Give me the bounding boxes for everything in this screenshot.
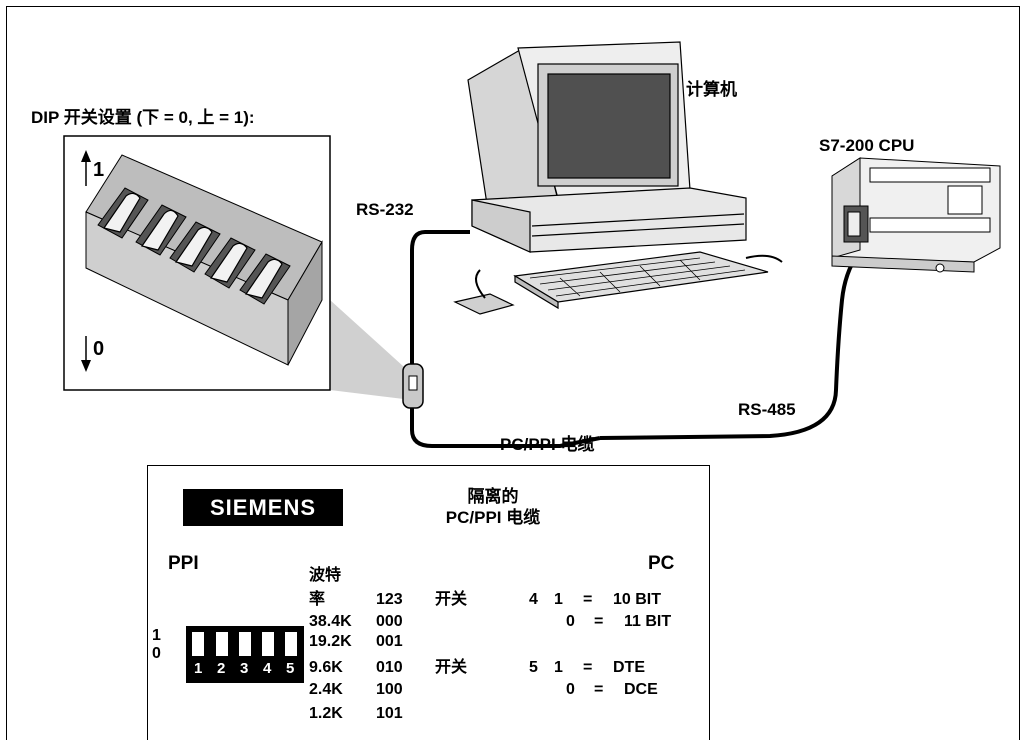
switch5-desc: DTE (613, 659, 645, 676)
dip-number-4: 4 (263, 660, 272, 677)
switch4-equals: = (594, 613, 604, 630)
baud-header-line1: 波特 (309, 567, 342, 584)
dip-switch-4 (262, 632, 274, 656)
dip-number-1: 1 (194, 660, 203, 677)
rs232-label: RS-232 (356, 200, 414, 219)
dip-heading: DIP 开关设置 (下 = 0, 上 = 1): (31, 108, 255, 127)
cpu-label: S7-200 CPU (819, 136, 915, 155)
panel-title: 隔离的 PC/PPI 电缆 (398, 486, 588, 528)
dip-switch-block: 1 2 3 4 5 (186, 626, 304, 683)
pc-ppi-cable (410, 408, 601, 448)
dip-down-label: 0 (93, 338, 105, 360)
dip-number-3: 3 (240, 660, 249, 677)
baud-code: 010 (376, 659, 403, 676)
switch5-desc: DCE (624, 681, 658, 698)
switch5-equals: = (583, 659, 593, 676)
switch4-number: 4 (529, 591, 538, 608)
switch4-desc: 10 BIT (613, 591, 662, 608)
cable-converter-module (402, 363, 424, 409)
switch5-value: 0 (566, 681, 575, 698)
rs485-label: RS-485 (738, 400, 796, 419)
switch4-value: 0 (566, 613, 575, 630)
cable-label-panel: SIEMENS 隔离的 PC/PPI 电缆 PPI PC 1 0 1 2 3 4… (147, 465, 710, 740)
switch4-value: 1 (554, 591, 563, 608)
baud-rate: 38.4K (309, 613, 352, 630)
switch5-label: 开关 (435, 659, 468, 676)
baud-code: 000 (376, 613, 403, 630)
dip-switch-3 (239, 632, 251, 656)
dip-switch-illustration (81, 150, 323, 372)
baud-rate: 9.6K (309, 659, 343, 676)
pc-label: PC (648, 553, 675, 574)
dip-up-label: 1 (93, 159, 105, 181)
figure-frame (6, 6, 1020, 740)
cables (410, 218, 888, 448)
dip-switch-2 (216, 632, 228, 656)
baud-rate: 19.2K (309, 633, 352, 650)
zoom-callout-wedge (330, 300, 414, 400)
dip-up-marker: 1 (152, 627, 161, 644)
baud-rate: 1.2K (309, 705, 343, 722)
dip-switch-5 (285, 632, 297, 656)
switch4-desc: 11 BIT (624, 613, 672, 630)
baud-code: 001 (376, 633, 403, 650)
rs232-cable (410, 230, 470, 365)
switch4-equals: = (583, 591, 593, 608)
s7-200-cpu-illustration (831, 157, 1001, 273)
switch5-equals: = (594, 681, 604, 698)
baud-rate: 2.4K (309, 681, 343, 698)
cable-label: PC/PPI 电缆 (500, 435, 595, 454)
code-header: 123 (376, 591, 403, 608)
computer-label: 计算机 (686, 80, 737, 99)
computer-illustration (453, 41, 783, 315)
dip-switch-1 (192, 632, 204, 656)
baud-code: 100 (376, 681, 403, 698)
dip-number-2: 2 (217, 660, 226, 677)
baud-header-line2: 率 (309, 591, 326, 608)
baud-code: 101 (376, 705, 403, 722)
panel-title-line1: 隔离的 (467, 487, 519, 506)
dip-down-marker: 0 (152, 645, 161, 662)
switch5-number: 5 (529, 659, 538, 676)
switch4-label: 开关 (435, 591, 468, 608)
siemens-logo: SIEMENS (183, 489, 343, 526)
dip-number-5: 5 (286, 660, 295, 677)
switch5-value: 1 (554, 659, 563, 676)
ppi-label: PPI (168, 553, 199, 574)
panel-title-line2: PC/PPI 电缆 (445, 508, 541, 527)
